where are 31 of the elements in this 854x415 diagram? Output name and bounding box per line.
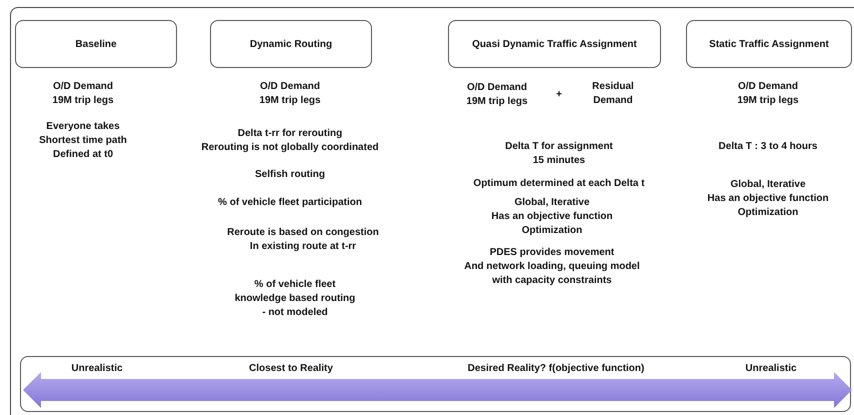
note-text: Delta T for assignment 15 minutes (505, 140, 613, 168)
note-text: Delta t-rr for rerouting Rerouting is not globally coordinated (201, 127, 379, 155)
scale-label: Closest to Reality (249, 362, 333, 376)
note-text: O/D Demand 19M trip legs (737, 80, 799, 108)
header-box (15, 20, 177, 68)
note-text: % of vehicle fleet participation (218, 196, 362, 210)
scale-label: Unrealistic (71, 362, 123, 376)
header-box (210, 20, 372, 68)
note-text: O/D Demand 19M trip legs (259, 80, 321, 108)
header-box (686, 20, 852, 68)
header-box (448, 20, 661, 68)
scale-label: Desired Reality? f(objective function) (468, 362, 644, 376)
note-text: Residual Demand (592, 80, 634, 108)
header-title: Baseline (75, 38, 117, 52)
note-text: Optimum determined at each Delta t (473, 177, 645, 191)
header-title: Static Traffic Assignment (709, 38, 829, 52)
note-text: Selfish routing (255, 168, 325, 182)
scale-label: Unrealistic (745, 362, 797, 376)
header-title: Dynamic Routing (250, 38, 332, 52)
note-text: Everyone takes Shortest time path Defined at t0 (39, 120, 127, 162)
scale-band (20, 356, 851, 412)
note-text: Global, Iterative Has an objective function Optimization (707, 178, 829, 220)
note-text: O/D Demand 19M trip legs (52, 80, 114, 108)
note-text: O/D Demand 19M trip legs (466, 81, 528, 109)
header-title: Quasi Dynamic Traffic Assignment (472, 38, 637, 52)
note-text: + (556, 88, 562, 102)
note-text: PDES provides movement And network loading, queuing model with capacity constraints (464, 246, 640, 288)
note-text: % of vehicle fleet knowledge based routing - not modeled (234, 278, 356, 320)
note-text: Reroute is based on congestion In existing route at t-rr (227, 226, 379, 254)
note-text: Global, Iterative Has an objective function Optimization (491, 196, 613, 238)
note-text: Delta T : 3 to 4 hours (718, 140, 818, 154)
